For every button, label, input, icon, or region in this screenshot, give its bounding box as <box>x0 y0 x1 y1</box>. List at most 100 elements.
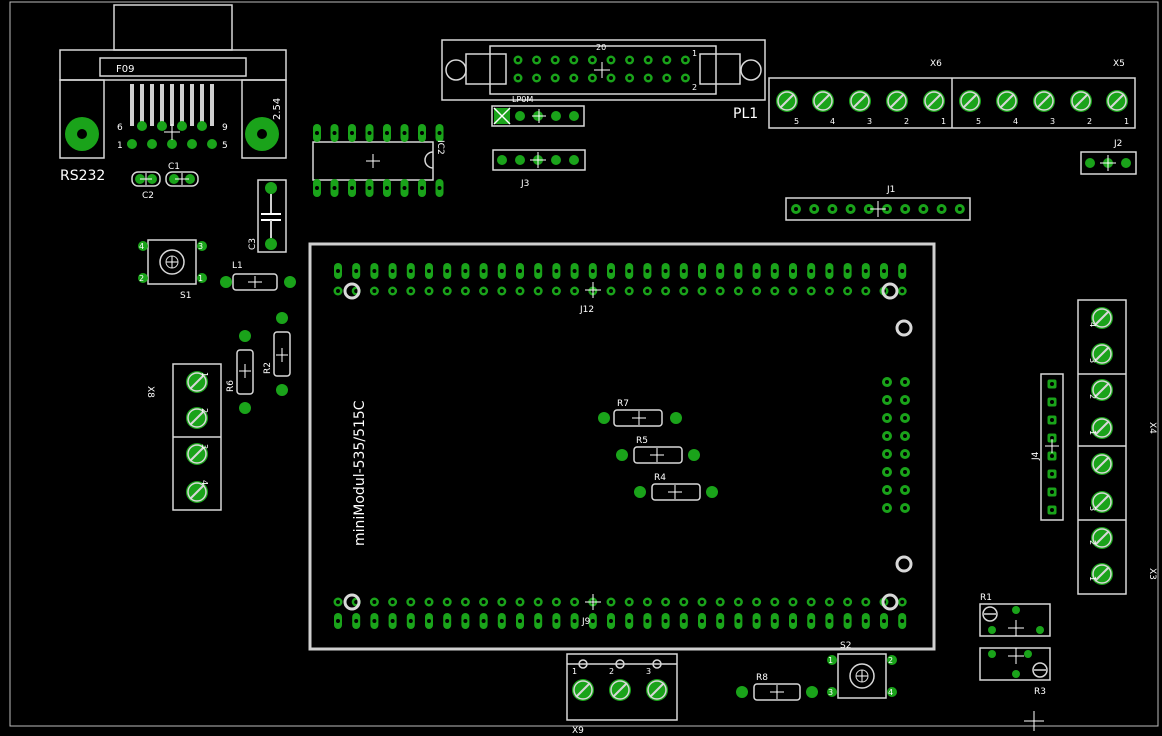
pad-drill <box>554 289 559 293</box>
f09-label: F09 <box>116 64 134 75</box>
pad-drill <box>681 269 686 273</box>
pad-drill <box>882 619 886 623</box>
x5-label: X5 <box>1113 59 1125 69</box>
pad-drill <box>700 289 704 293</box>
r8-label: R8 <box>756 673 768 683</box>
pad-drill <box>681 289 686 293</box>
pad-drill <box>572 289 577 293</box>
screw-slot <box>649 682 665 698</box>
pad-drill <box>463 269 468 273</box>
pad-drill <box>408 619 413 623</box>
pad-drill <box>534 76 539 80</box>
x8-label: X8 <box>145 386 155 398</box>
r1-label: R1 <box>980 593 992 603</box>
pad-drill <box>939 207 944 211</box>
r5-resistor: R5 <box>616 436 700 464</box>
dsub-pin-1: 1 <box>117 141 123 151</box>
screw-slot <box>815 93 831 109</box>
s1-pin-1: 1 <box>198 274 203 283</box>
pad-drill <box>754 289 759 293</box>
pad-drill <box>718 600 723 604</box>
screw-slot <box>1094 494 1110 510</box>
pad-drill <box>350 131 354 135</box>
r2-label: R2 <box>263 362 273 374</box>
pad-drill <box>845 619 850 623</box>
pad-drill <box>664 58 669 62</box>
r3-label: R3 <box>1034 687 1046 697</box>
pad-drill <box>499 619 504 623</box>
s2-pin-2: 2 <box>888 656 893 665</box>
pl1-label: PL1 <box>733 106 758 122</box>
pad-drill <box>809 619 814 623</box>
screw-slot <box>926 93 942 109</box>
dsub-pin-5: 5 <box>222 141 228 151</box>
screw-head <box>1092 344 1112 364</box>
pad-drill <box>627 619 632 623</box>
screw-head <box>1034 91 1054 111</box>
pad-drill <box>481 269 486 273</box>
x3-pin: 1 <box>1088 576 1097 581</box>
c1-label: C1 <box>168 162 180 172</box>
screw-head <box>1092 308 1112 328</box>
pad-drill <box>553 58 558 62</box>
x6-pin: 1 <box>941 117 946 126</box>
pad-drill <box>437 131 442 135</box>
ic2-dip-package: IC2 <box>312 124 445 197</box>
ic2-label: IC2 <box>435 140 445 155</box>
pad-drill <box>718 619 723 623</box>
pad-drill <box>900 619 905 623</box>
screw-slot <box>1094 310 1110 326</box>
c3-label: C3 <box>248 238 258 250</box>
pad-drill <box>518 269 522 273</box>
pad-drill <box>536 269 541 273</box>
pad-drill <box>499 600 504 604</box>
pad-drill <box>336 289 340 293</box>
x5-pin: 2 <box>1087 117 1092 126</box>
rs232-connector: F09 6 1 9 5 2.54 RS232 <box>59 4 287 184</box>
dsub-pin-6: 6 <box>117 123 123 133</box>
x9-pin-1: 1 <box>572 667 577 676</box>
pl1-pin-20: 20 <box>596 43 606 52</box>
pad-drill <box>445 289 450 293</box>
screw-slot <box>852 93 868 109</box>
screw-head <box>187 372 207 392</box>
r1-trimmer: R1 <box>979 593 1051 637</box>
pad-drill <box>885 380 889 384</box>
screw-head <box>777 91 797 111</box>
pad-drill <box>809 600 814 604</box>
pl1-pin-1: 1 <box>692 49 697 58</box>
screw-slot <box>189 484 205 500</box>
pad-drill <box>536 289 541 293</box>
pad-drill <box>590 58 595 62</box>
l1-inductor: L1 <box>220 261 296 291</box>
screw-slot <box>889 93 905 109</box>
pad-drill <box>882 269 886 273</box>
pad-drill <box>590 76 595 80</box>
pad-drill <box>367 186 372 190</box>
board-outline <box>9 1 1159 727</box>
pad-drill <box>627 76 632 80</box>
j9-label: J9 <box>581 617 591 627</box>
pad-drill <box>332 131 337 135</box>
dsub-pitch-label: 2.54 <box>272 98 283 120</box>
pad-drill <box>1050 418 1054 422</box>
pad-drill <box>1050 508 1054 512</box>
pad-drill <box>445 600 450 604</box>
screw-head <box>924 91 944 111</box>
pad-drill <box>350 186 354 190</box>
r6-label: R6 <box>226 380 236 392</box>
pad-drill <box>609 619 613 623</box>
x6-label: X6 <box>930 59 942 69</box>
pad-drill <box>663 269 668 273</box>
screw-slot <box>1036 93 1052 109</box>
x9-label: X9 <box>572 726 584 736</box>
x4-pin: 3 <box>1088 358 1097 363</box>
pad-drill <box>385 186 389 190</box>
pad-drill <box>903 452 907 456</box>
pad-drill <box>354 269 359 273</box>
pad-drill <box>336 619 340 623</box>
pad-drill <box>772 619 777 623</box>
pad-drill <box>408 269 413 273</box>
x3-label: X3 <box>1147 568 1157 580</box>
pad-drill <box>885 470 889 474</box>
